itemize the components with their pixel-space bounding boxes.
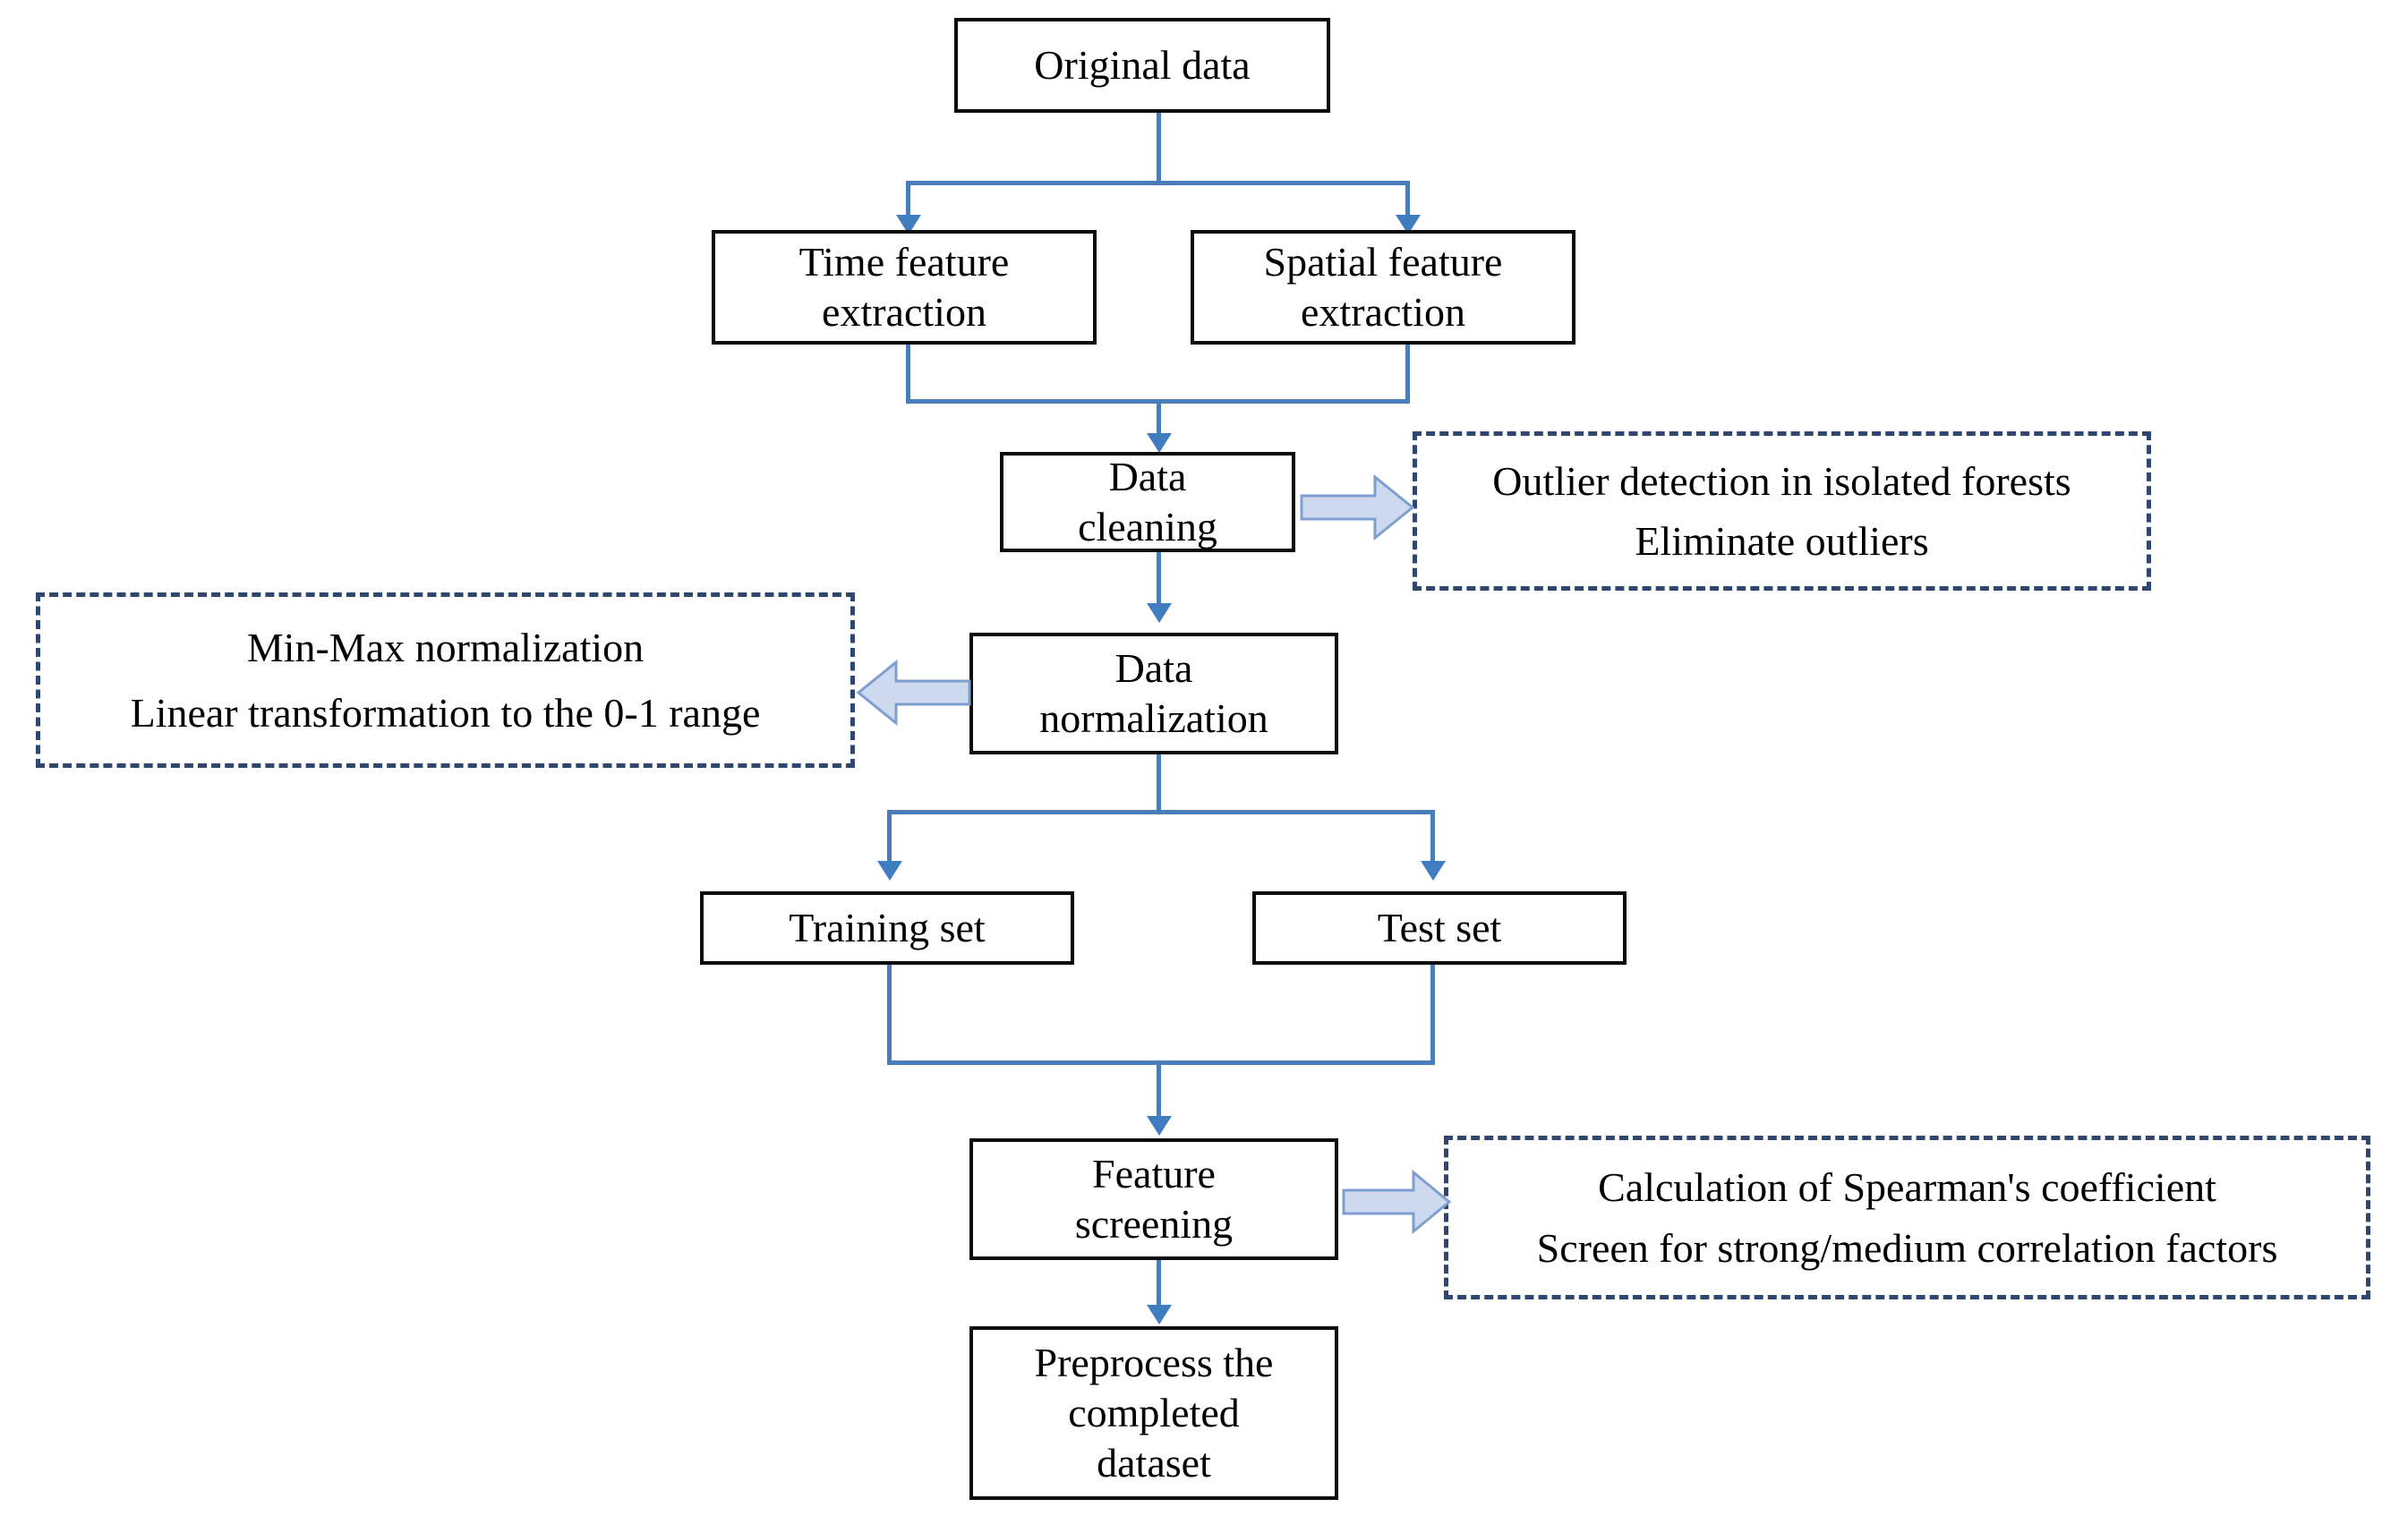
- annotation-feature-screening-line-2: Screen for strong/medium correlation fac…: [1536, 1225, 2278, 1272]
- node-spatial-feature-extraction-label: Spatial feature extraction: [1263, 238, 1503, 335]
- node-spatial-feature-extraction[interactable]: Spatial feature extraction: [1191, 230, 1575, 345]
- annotation-min-max-normalization-line-1: Min-Max normalization: [246, 625, 645, 670]
- annotation-feature-screening-line-1: Calculation of Spearman's coefficient: [1598, 1163, 2216, 1210]
- edge-merge-bar-screening: [887, 1060, 1435, 1065]
- arrowhead-to-training-set: [877, 861, 902, 881]
- node-data-normalization[interactable]: Data normalization: [969, 633, 1338, 754]
- annotation-outlier-detection: Outlier detection in isolated forests El…: [1413, 431, 2151, 591]
- node-time-feature-extraction[interactable]: Time feature extraction: [712, 230, 1097, 345]
- node-original-data[interactable]: Original data: [954, 18, 1330, 113]
- node-test-set[interactable]: Test set: [1252, 891, 1627, 965]
- node-feature-screening-label: Feature screening: [1074, 1150, 1234, 1247]
- edge-screening-to-dataset: [1157, 1260, 1161, 1311]
- arrowhead-to-data-normalization: [1147, 603, 1172, 623]
- arrowhead-to-preprocessed-dataset: [1147, 1305, 1172, 1324]
- edge-split-bar-features: [906, 181, 1410, 185]
- edge-test-set-down: [1430, 965, 1435, 1065]
- arrowhead-to-feature-screening: [1147, 1116, 1172, 1136]
- annotation-outlier-detection-line-2: Eliminate outliers: [1635, 518, 1929, 564]
- annotation-min-max-normalization-line-2: Linear transformation to the 0-1 range: [130, 690, 761, 736]
- edge-split-left-drop: [906, 181, 910, 220]
- edge-spatial-feature-down: [1405, 345, 1410, 404]
- node-test-set-label: Test set: [1377, 904, 1502, 950]
- block-arrow-cleaning-to-outlier-note: [1300, 473, 1414, 542]
- node-original-data-label: Original data: [1034, 41, 1251, 88]
- edge-merge-to-cleaning: [1157, 399, 1161, 439]
- edge-original-to-split-stem: [1157, 113, 1161, 184]
- edge-cleaning-to-normalization: [1157, 552, 1161, 609]
- block-arrow-screening-to-note: [1342, 1168, 1451, 1236]
- node-data-normalization-label: Data normalization: [1039, 644, 1268, 741]
- node-data-cleaning[interactable]: Data cleaning: [1000, 452, 1295, 552]
- edge-training-set-down: [887, 965, 892, 1065]
- arrowhead-to-time-feature: [896, 215, 921, 234]
- arrowhead-to-spatial-feature: [1396, 215, 1421, 234]
- edge-split-right-drop: [1405, 181, 1410, 220]
- edge-merge-to-screening: [1157, 1060, 1161, 1121]
- node-preprocessed-dataset-label: Preprocess the completed dataset: [1034, 1339, 1274, 1486]
- edge-split-right-drop-test: [1430, 810, 1435, 865]
- edge-split-left-drop-training: [887, 810, 892, 865]
- annotation-min-max-normalization: Min-Max normalization Linear transformat…: [36, 592, 855, 768]
- arrowhead-to-test-set: [1421, 861, 1446, 881]
- node-preprocessed-dataset[interactable]: Preprocess the completed dataset: [969, 1326, 1338, 1500]
- edge-normalization-stem: [1157, 754, 1161, 813]
- node-training-set-label: Training set: [789, 904, 986, 950]
- annotation-outlier-detection-line-1: Outlier detection in isolated forests: [1492, 458, 2071, 504]
- node-data-cleaning-label: Data cleaning: [1078, 453, 1217, 549]
- node-time-feature-extraction-label: Time feature extraction: [798, 238, 1010, 335]
- arrowhead-to-data-cleaning: [1147, 433, 1172, 453]
- annotation-feature-screening: Calculation of Spearman's coefficient Sc…: [1444, 1136, 2370, 1299]
- node-feature-screening[interactable]: Feature screening: [969, 1138, 1338, 1260]
- edge-split-bar-sets: [887, 810, 1435, 814]
- block-arrow-normalization-to-note: [855, 658, 971, 728]
- edge-time-feature-down: [906, 345, 910, 404]
- node-training-set[interactable]: Training set: [700, 891, 1074, 965]
